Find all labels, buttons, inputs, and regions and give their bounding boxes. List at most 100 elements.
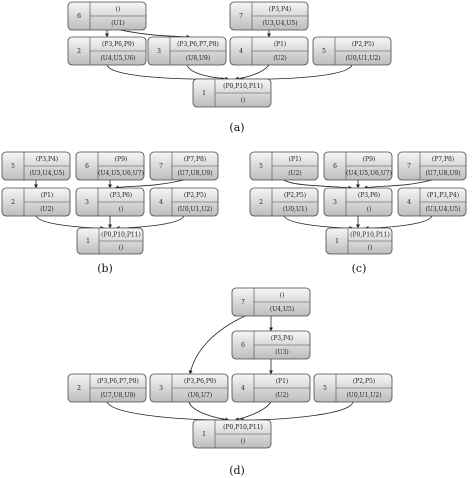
node-id: 3 — [85, 199, 89, 206]
node-bottom-label: (U0,U1,U2) — [345, 55, 380, 62]
node-a-5: 5 (P2,P5) (U0,U1,U2) — [312, 36, 392, 66]
diagram-d: 7()(U4,U5)6(P3,P4)(U3)2(P3,P6,P7,P8)(U7,… — [67, 287, 393, 449]
caption-b: (b) — [97, 262, 113, 275]
node-id: 6 — [333, 163, 337, 170]
node-top-label: (P3,P6,P7,P8) — [177, 41, 219, 48]
node-b-5: 5(P3,P4)(U3,U4,U5) — [1, 151, 71, 181]
node-top-label: (P3,P4) — [36, 156, 58, 163]
node-id: 6 — [77, 13, 81, 20]
node-id: 3 — [159, 385, 163, 392]
node-top-label: (P9) — [363, 156, 376, 163]
node-id: 2 — [77, 48, 81, 55]
node-bottom-label: (U7,U8,U9) — [100, 392, 135, 399]
node-bottom-label: (U4,U5,U6) — [100, 55, 135, 62]
node-top-label: (P0,P10,P11) — [350, 232, 390, 239]
node-bottom-label: (U3,U4,U5) — [262, 20, 297, 27]
node-a-1: 1(P0,P10,P11)() — [192, 78, 272, 108]
node-bottom-label: () — [119, 245, 124, 252]
edge-a-6 — [234, 64, 270, 81]
node-bottom-label: (U7,U8,U9) — [177, 170, 212, 177]
edge-b-3 — [114, 179, 185, 190]
node-d-5: 5(P2,P5)(U0,U1,U2) — [313, 373, 393, 403]
node-id: 1 — [202, 431, 206, 438]
node-id: 2 — [259, 199, 263, 206]
node-id: 4 — [407, 199, 411, 206]
node-a-4: 4 (P1) (U2) — [229, 36, 309, 66]
node-c-5: 5 (P1) (U2) — [249, 151, 319, 181]
node-bottom-label: (U2) — [273, 55, 287, 62]
node-top-label: (P7,P8) — [432, 156, 454, 163]
node-b-2: 2(P1)(U2) — [1, 187, 71, 217]
node-id: 3 — [333, 199, 337, 206]
diagram-b: 5(P3,P4)(U3,U4,U5)6(P9)(U4,U5,U6,U7)7(P7… — [1, 151, 219, 255]
node-id: 7 — [239, 13, 243, 20]
node-top-label: (P2,P5) — [284, 192, 306, 199]
node-bottom-label: (U0,U1,U2) — [177, 206, 212, 213]
node-top-label: (P2,P5) — [352, 41, 374, 48]
node-top-label: () — [116, 6, 121, 13]
node-bottom-label: (U8,U9) — [186, 55, 210, 62]
node-c-7: 7(P7,P8)(U7,U8,U9) — [397, 151, 467, 181]
node-c-4: 4(P1,P3,P4)(U3,U4,U5) — [397, 187, 467, 217]
caption-a: (a) — [229, 121, 244, 134]
node-bottom-label: (U2) — [288, 170, 302, 177]
node-top-label: (P3,P6,P9) — [184, 378, 216, 385]
node-b-6: 6(P9)(U4,U5,U6,U7) — [75, 151, 145, 181]
node-top-label: (P3,P4) — [269, 6, 291, 13]
edge-d-4 — [106, 401, 227, 422]
edge-c-6 — [364, 215, 433, 230]
node-top-label: (P3,P6,P9) — [102, 41, 134, 48]
node-top-label: (P1) — [289, 156, 302, 163]
node-bottom-label: () — [241, 438, 246, 445]
node-c-2: 2 (P2,P5) (U0,U1) — [249, 187, 319, 217]
node-d-3: 3 (P3,P6,P9) (U6,U7) — [149, 373, 229, 403]
node-top-label: (P1,P3,P4) — [427, 192, 459, 199]
diagram-c: 5(P1)(U2)6(P9)(U4,U5,U6,U7)7(P7,P8)(U7,U… — [249, 151, 467, 255]
node-bottom-label: () — [119, 206, 124, 213]
node-c-6: 6 (P9) (U4,U5,U6,U7) — [323, 151, 393, 181]
node-bottom-label: (U3,U4,U5) — [29, 170, 64, 177]
node-d-2: 2(P3,P6,P7,P8)(U7,U8,U9) — [67, 373, 147, 403]
node-id: 5 — [323, 385, 327, 392]
node-top-label: (P1) — [41, 192, 54, 199]
node-id: 7 — [241, 299, 245, 306]
node-a-2: 2 (P3,P6,P9) (U4,U5,U6) — [67, 36, 147, 66]
node-top-label: () — [280, 292, 285, 299]
edge-a-5 — [186, 64, 230, 81]
node-id: 7 — [407, 163, 411, 170]
node-b-4: 4(P2,P5)(U0,U1,U2) — [149, 187, 219, 217]
node-d-6: 6(P3,P4)(U3) — [231, 330, 311, 360]
node-top-label: (P1) — [274, 41, 287, 48]
node-c-3: 3(P3,P6)() — [323, 187, 393, 217]
node-bottom-label: (U0,U1) — [283, 206, 307, 213]
node-id: 4 — [239, 48, 243, 55]
node-id: 4 — [159, 199, 163, 206]
node-id: 4 — [241, 385, 245, 392]
edge-c-1 — [283, 179, 353, 190]
node-id: 5 — [259, 163, 263, 170]
node-top-label: (P7,P8) — [184, 156, 206, 163]
node-id: 6 — [85, 163, 89, 170]
node-top-label: (P3,P4) — [271, 335, 293, 342]
node-d-4: 4(P1)(U2) — [231, 373, 311, 403]
node-id: 7 — [159, 163, 163, 170]
node-bottom-label: (U4,U5,U6,U7) — [98, 170, 144, 177]
node-id: 1 — [335, 238, 339, 245]
nodes-layer: 6()(U1)7(P3,P4)(U3,U4,U5)2(P3,P6,P9)(U4,… — [1, 1, 467, 449]
edge-c-4 — [283, 215, 354, 230]
node-id: 1 — [86, 238, 90, 245]
node-a-3: 3(P3,P6,P7,P8)(U8,U9) — [147, 36, 227, 66]
node-id: 5 — [322, 48, 326, 55]
edge-a-4 — [106, 64, 226, 82]
node-bottom-label: (U6,U7) — [188, 392, 212, 399]
node-bottom-label: () — [368, 245, 373, 252]
node-id: 2 — [11, 199, 15, 206]
edge-b-6 — [115, 215, 185, 230]
node-b-7: 7 (P7,P8) (U7,U8,U9) — [149, 151, 219, 181]
node-bottom-label: (U4,U5,U6,U7) — [346, 170, 392, 177]
edge-d-7 — [239, 401, 354, 422]
node-a-6: 6()(U1) — [67, 1, 147, 31]
caption-d: (d) — [229, 464, 245, 477]
edge-d-6 — [234, 401, 272, 422]
